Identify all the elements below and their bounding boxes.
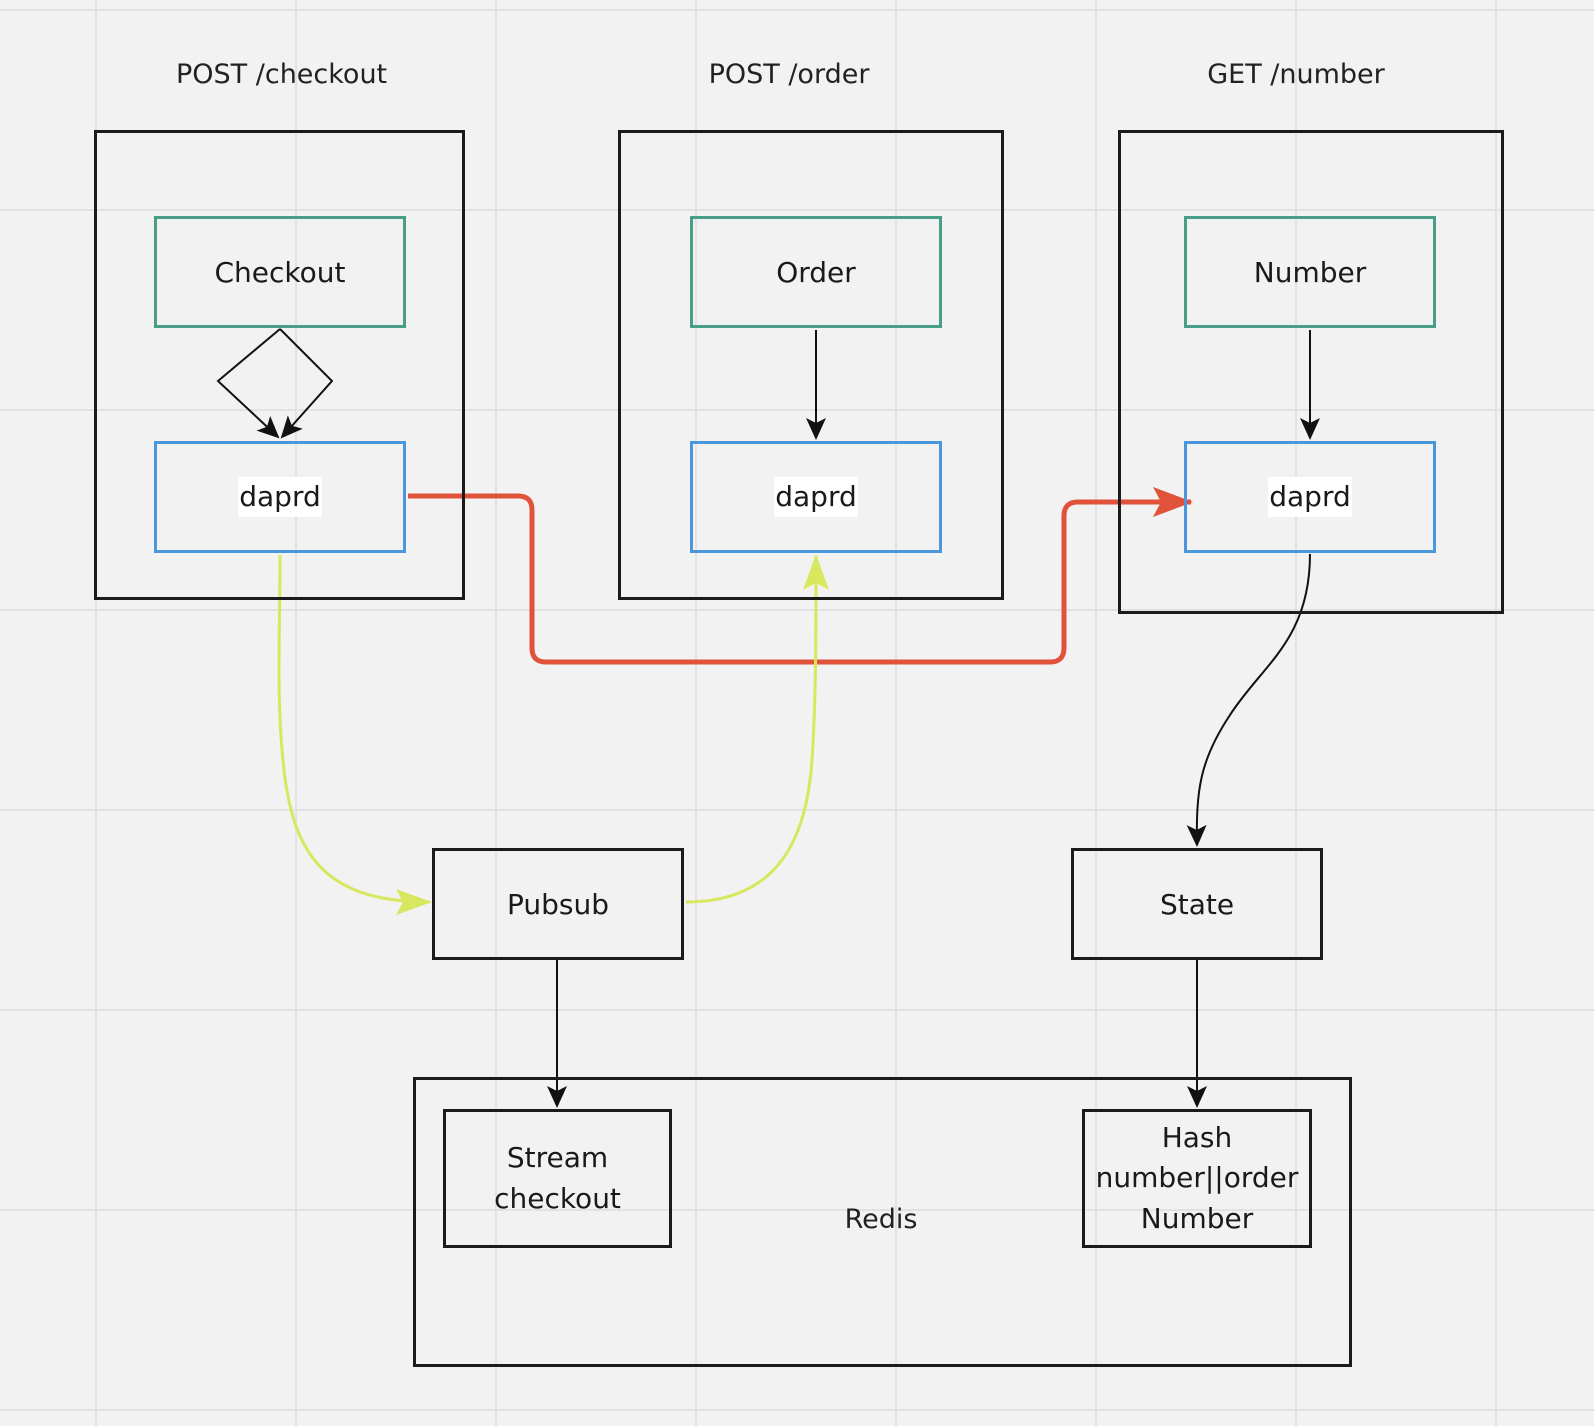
sidecar-label-number: daprd bbox=[1268, 477, 1352, 517]
service-label-checkout: Checkout bbox=[214, 255, 346, 289]
service-box-checkout[interactable]: Checkout bbox=[154, 216, 406, 328]
sidecar-box-number[interactable]: daprd bbox=[1184, 441, 1436, 553]
endpoint-label-checkout: POST /checkout bbox=[176, 59, 388, 90]
component-box-state[interactable]: State bbox=[1071, 848, 1323, 960]
pod-container-order bbox=[618, 130, 1004, 600]
sidecar-box-checkout[interactable]: daprd bbox=[154, 441, 406, 553]
service-box-number[interactable]: Number bbox=[1184, 216, 1436, 328]
service-label-number: Number bbox=[1253, 255, 1367, 289]
edge-checkout-to-daprd-right bbox=[279, 328, 334, 439]
edge-invoke-checkout-to-number bbox=[408, 487, 1193, 665]
edge-checkout-to-daprd-left bbox=[216, 328, 281, 439]
pod-container-number bbox=[1118, 130, 1504, 614]
service-label-order: Order bbox=[776, 255, 856, 289]
redis-stream-label: Stream checkout bbox=[494, 1140, 621, 1215]
edge-pubsub-to-order-daprd bbox=[685, 554, 829, 904]
redis-stream-box[interactable]: Stream checkout bbox=[443, 1109, 672, 1248]
component-box-pubsub[interactable]: Pubsub bbox=[432, 848, 684, 960]
redis-container bbox=[413, 1077, 1352, 1367]
redis-label: Redis bbox=[844, 1204, 918, 1235]
sidecar-label-order: daprd bbox=[774, 477, 858, 517]
redis-hash-label: Hash number||order Number bbox=[1095, 1120, 1299, 1235]
sidecar-box-order[interactable]: daprd bbox=[690, 441, 942, 553]
redis-hash-box[interactable]: Hash number||order Number bbox=[1082, 1109, 1312, 1248]
endpoint-label-order: POST /order bbox=[708, 59, 870, 90]
service-box-order[interactable]: Order bbox=[690, 216, 942, 328]
component-label-pubsub: Pubsub bbox=[506, 887, 610, 921]
endpoint-label-number: GET /number bbox=[1207, 59, 1385, 90]
edge-daprd-to-pubsub bbox=[277, 554, 432, 915]
pod-container-checkout bbox=[94, 130, 465, 600]
component-label-state: State bbox=[1159, 887, 1235, 921]
sidecar-label-checkout: daprd bbox=[238, 477, 322, 517]
